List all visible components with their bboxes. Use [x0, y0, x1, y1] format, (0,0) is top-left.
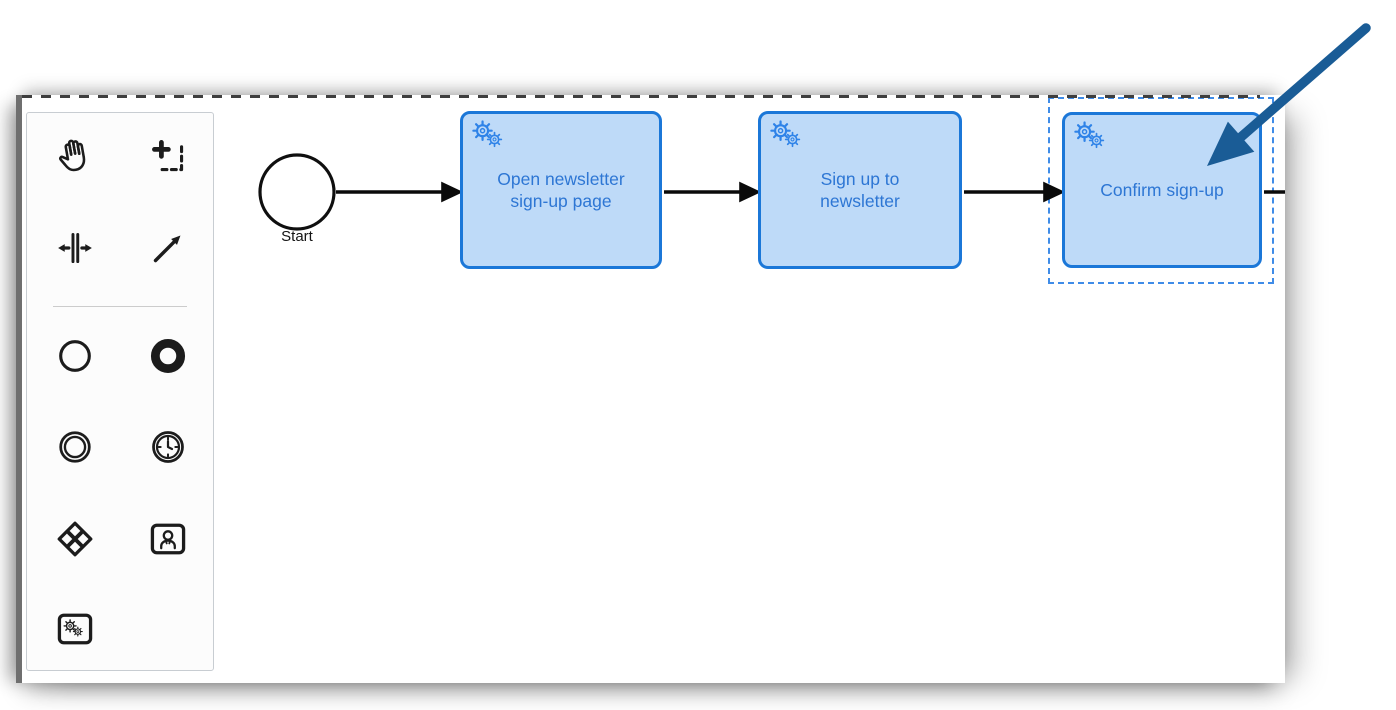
service-task-gears-icon: [1072, 120, 1112, 154]
task-label: Confirm sign-up: [1100, 180, 1224, 200]
task-label: Open newsletter sign-up page: [497, 169, 625, 211]
end-event-tool-icon[interactable]: [145, 333, 191, 379]
start-event-label: Start: [281, 228, 313, 245]
task-label: Sign up to newsletter: [820, 169, 900, 211]
space-tool-icon[interactable]: [52, 225, 98, 271]
service-task-gears-icon: [768, 119, 808, 153]
bpmn-palette: [26, 112, 214, 671]
hand-tool-icon[interactable]: [52, 133, 98, 179]
lasso-tool-icon[interactable]: [145, 133, 191, 179]
sequence-flow-arrowhead: [739, 181, 762, 203]
sequence-flow-arrowhead: [441, 181, 464, 203]
start-event-tool-icon[interactable]: [52, 333, 98, 379]
gateway-tool-icon[interactable]: [52, 516, 98, 562]
canvas-top-border: [22, 95, 1260, 98]
service-task-tool-icon[interactable]: [52, 606, 98, 652]
start-event[interactable]: [258, 153, 336, 231]
global-connect-tool-icon[interactable]: [145, 225, 191, 271]
task-confirm-sign-up[interactable]: Confirm sign-up: [1062, 112, 1262, 268]
intermediate-event-tool-icon[interactable]: [52, 424, 98, 470]
task-open-newsletter-signup-page[interactable]: Open newsletter sign-up page: [460, 111, 662, 269]
service-task-gears-icon: [470, 119, 510, 153]
palette-separator: [53, 306, 187, 307]
sequence-flow-arrowhead: [1043, 181, 1066, 203]
timer-event-tool-icon[interactable]: [145, 424, 191, 470]
bpmn-editor-screenshot: Start Open newsletter sign-up page Sign …: [16, 95, 1285, 683]
user-task-tool-icon[interactable]: [145, 516, 191, 562]
task-sign-up-to-newsletter[interactable]: Sign up to newsletter: [758, 111, 962, 269]
